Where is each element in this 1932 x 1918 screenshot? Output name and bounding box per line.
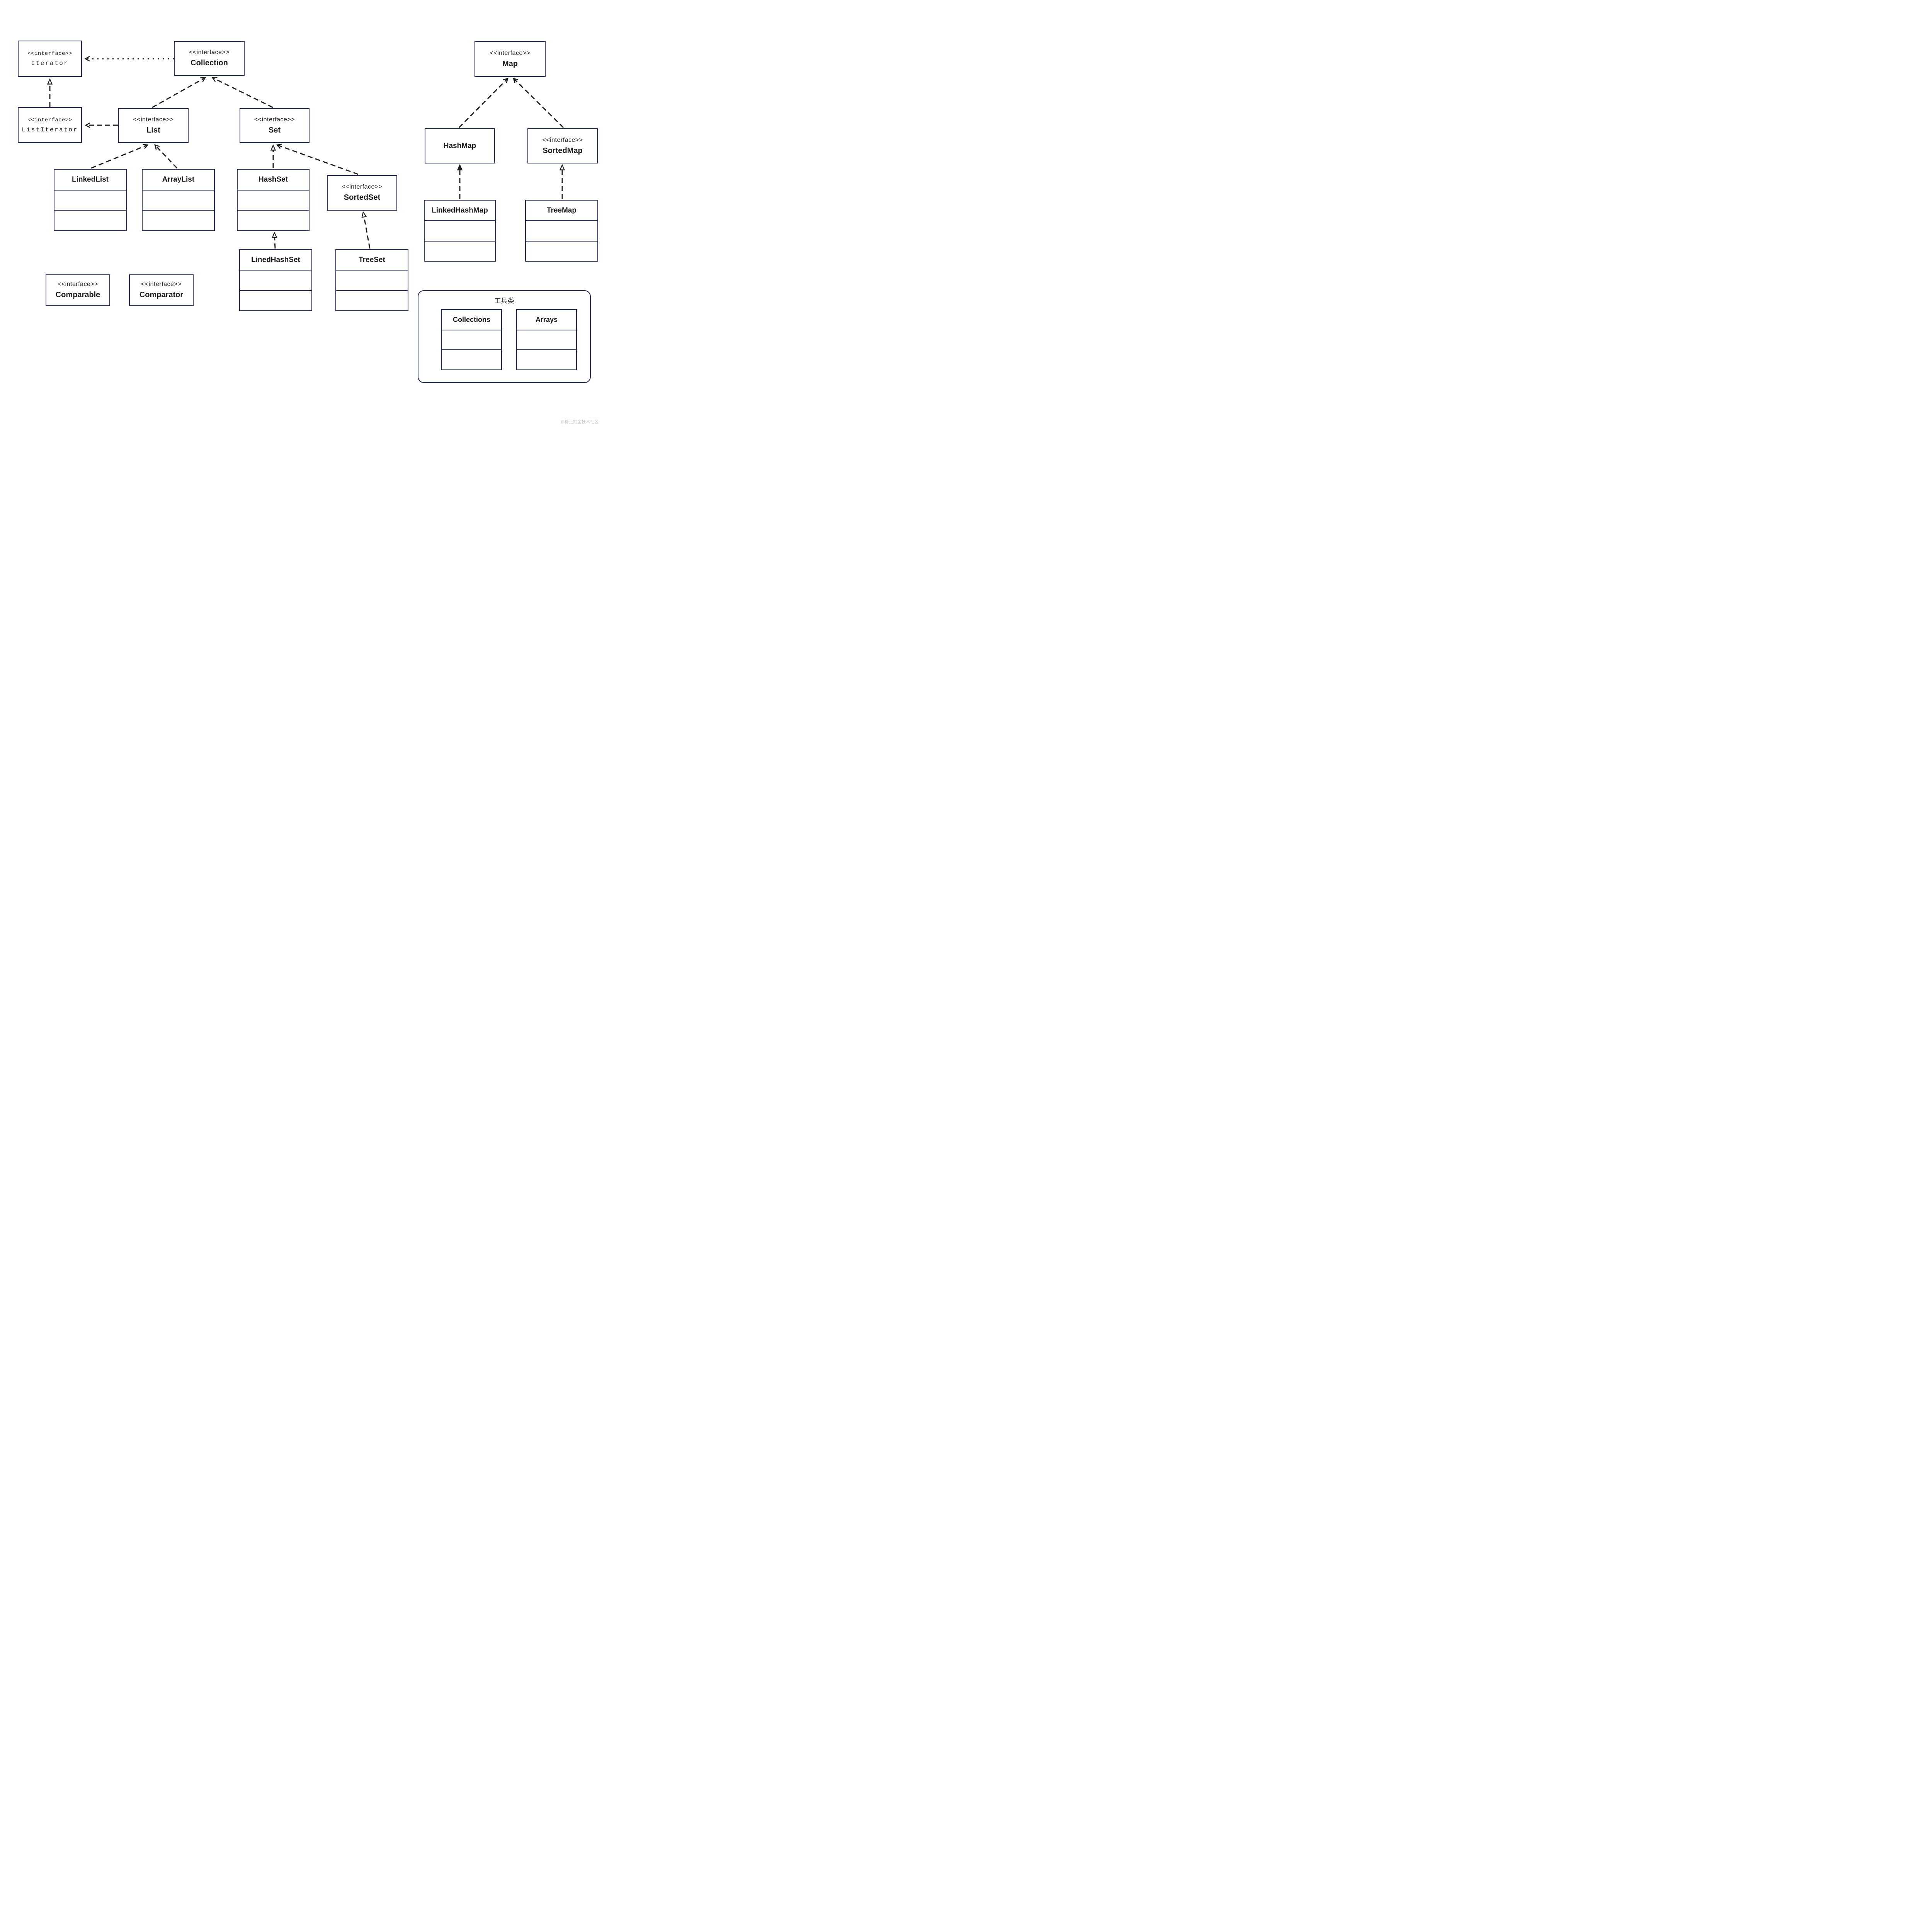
stereotype-label: <<interface>> [254,116,295,123]
class-box-collections: Collections [441,309,502,370]
fields-compartment [238,189,309,210]
class-box-hashmap: HashMap [425,128,495,163]
fields-compartment [143,189,214,210]
class-box-hashset: HashSet [237,169,310,231]
class-name: TreeMap [546,206,577,214]
methods-compartment [425,240,495,261]
edge-sortedset-set [277,145,359,175]
connector-layer: HashMap (filled) --> [0,0,603,249]
class-box-set: <<interface>> Set [240,108,310,143]
class-name: LinkedList [71,175,109,184]
class-box-linkedlist: LinkedList [54,169,127,231]
fields-compartment [425,220,495,240]
stereotype-label: <<interface>> [27,117,72,123]
class-box-iterator: <<interface>> Iterator [18,41,82,77]
class-name: Comparator [139,291,184,299]
fields-compartment [54,189,126,210]
edge-arraylist-list [155,145,178,169]
methods-compartment [238,210,309,230]
class-name: SortedMap [543,146,583,155]
class-name: Arrays [535,315,558,323]
class-name: TreeSet [359,255,385,264]
stereotype-label: <<interface>> [141,281,182,288]
edge-set-collection [213,78,273,108]
fields-compartment [336,270,408,290]
class-box-map: <<interface>> Map [474,41,546,77]
methods-compartment [526,240,597,261]
methods-compartment [240,290,311,310]
methods-compartment [54,210,126,230]
class-box-treeset: TreeSet [335,249,408,311]
methods-compartment [143,210,214,230]
class-name: SortedSet [344,193,381,202]
stereotype-label: <<interface>> [57,281,99,288]
edge-linkedlist-list [91,145,148,169]
stereotype-label: <<interface>> [133,116,174,123]
class-name: HashSet [258,175,288,184]
class-box-arraylist: ArrayList [142,169,215,231]
edge-sortedmap-map [514,78,564,128]
class-box-collection: <<interface>> Collection [174,41,245,76]
class-box-list: <<interface>> List [118,108,189,143]
class-name: Set [268,126,281,134]
class-name: List [146,126,160,134]
class-name: ListIterator [22,126,78,133]
class-box-arrays: Arrays [516,309,577,370]
stereotype-label: <<interface>> [27,51,72,57]
class-box-comparable: <<interface>> Comparable [46,274,110,306]
edge-hashmap-map [458,78,508,128]
class-box-sortedset: <<interface>> SortedSet [327,175,397,211]
class-box-linkedhashmap: LinkedHashMap [424,200,496,262]
stereotype-label: <<interface>> [542,136,583,143]
class-box-comparator: <<interface>> Comparator [129,274,194,306]
class-box-sortedmap: <<interface>> SortedMap [527,128,598,163]
fields-compartment [442,329,501,350]
class-name: Collection [190,59,228,67]
stereotype-label: <<interface>> [490,49,531,56]
class-name: LinkedHashMap [432,206,488,214]
stereotype-label: <<interface>> [342,184,383,190]
uml-class-diagram: HashMap (filled) --> <<interface>> Itera… [0,0,603,427]
methods-compartment [442,349,501,369]
fields-compartment [526,220,597,240]
class-box-linedhashset: LinedHashSet [239,249,312,311]
methods-compartment [336,290,408,310]
class-box-listiterator: <<interface>> ListIterator [18,107,82,143]
stereotype-label: <<interface>> [189,49,230,56]
class-name: LinedHashSet [251,255,300,264]
class-name: Collections [452,315,490,323]
fields-compartment [240,270,311,290]
class-name: Map [502,59,518,68]
edge-treeset-sortedset [363,212,371,249]
watermark-text: @稀土掘金技术社区 [560,420,599,424]
edge-linedhashset-hashset [274,233,275,249]
fields-compartment [517,329,576,350]
class-name: HashMap [443,141,476,150]
methods-compartment [517,349,576,369]
class-name: Iterator [31,60,69,67]
edge-list-collection [152,78,205,108]
class-name: Comparable [55,291,100,299]
class-box-treemap: TreeMap [525,200,598,262]
utility-group-label: 工具类 [494,297,514,305]
class-name: ArrayList [162,175,195,184]
